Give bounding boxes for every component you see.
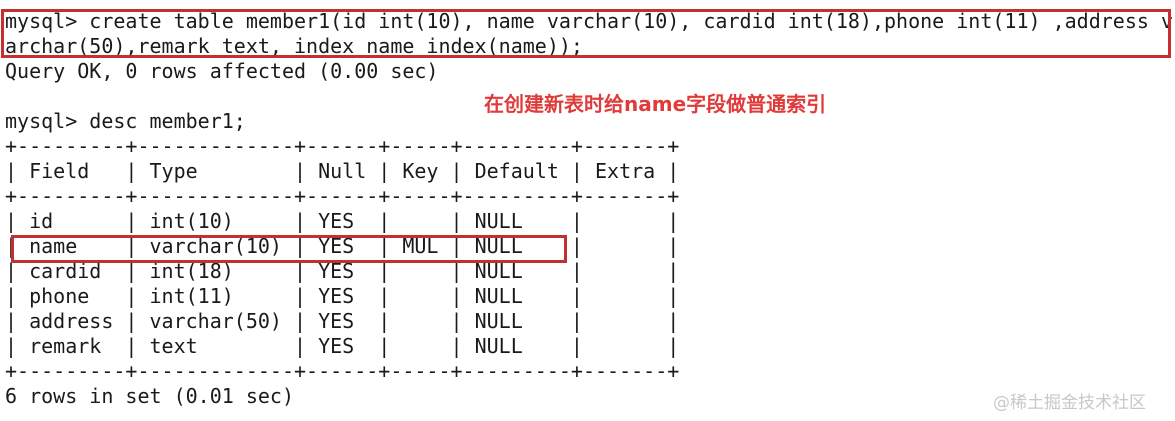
watermark: @稀土掘金技术社区: [993, 393, 1146, 413]
terminal[interactable]: mysql> create table member1(id int(10), …: [5, 9, 1173, 409]
terminal-line-create-table-2: archar(50),remark text, index name_index…: [5, 34, 583, 58]
terminal-line-create-table-1: mysql> create table member1(id int(10), …: [5, 9, 1173, 33]
terminal-line-desc-command: mysql> desc member1;: [5, 109, 246, 133]
ascii-table-row-name: | name | varchar(10) | YES | MUL | NULL …: [5, 234, 680, 258]
ascii-table-border-bottom: +---------+-------------+------+-----+--…: [5, 359, 680, 383]
terminal-line-rows-in-set: 6 rows in set (0.01 sec): [5, 384, 294, 408]
ascii-table-row-id: | id | int(10) | YES | | NULL | |: [5, 209, 680, 233]
ascii-table-row-remark: | remark | text | YES | | NULL | |: [5, 334, 680, 358]
ascii-table-border-top: +---------+-------------+------+-----+--…: [5, 134, 680, 158]
ascii-table-row-cardid: | cardid | int(18) | YES | | NULL | |: [5, 259, 680, 283]
terminal-line-query-ok: Query OK, 0 rows affected (0.00 sec): [5, 59, 439, 83]
ascii-table-border-mid: +---------+-------------+------+-----+--…: [5, 184, 680, 208]
ascii-table-header: | Field | Type | Null | Key | Default | …: [5, 159, 680, 183]
ascii-table-row-address: | address | varchar(50) | YES | | NULL |…: [5, 309, 680, 333]
index-annotation: 在创建新表时给name字段做普通索引: [484, 92, 827, 116]
ascii-table-row-phone: | phone | int(11) | YES | | NULL | |: [5, 284, 680, 308]
